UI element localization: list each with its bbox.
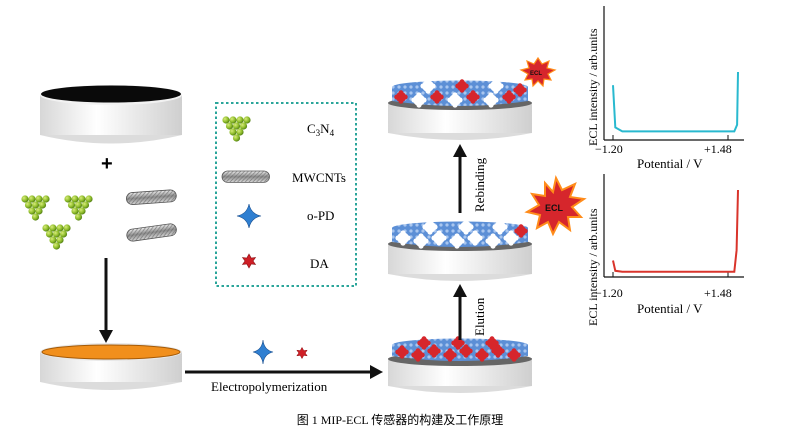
electrode-eluted <box>388 219 532 281</box>
plus-sign: + <box>101 153 113 175</box>
arrow-up-rebinding <box>453 144 467 213</box>
ecl-badge-large <box>524 175 587 237</box>
bare-electrode <box>40 85 182 144</box>
legend-label-opd: o-PD <box>307 208 334 223</box>
electropolymerization-label: Electropolymerization <box>211 379 328 394</box>
electrode-with-templates <box>388 336 532 393</box>
plot-top-ylabel: ECL intensity / arb.units <box>586 28 600 146</box>
plot-top-xlabel: Potential / V <box>637 156 703 171</box>
legend-box <box>215 102 357 287</box>
c3n4-clusters <box>21 195 93 250</box>
ecl-curve-bottom <box>612 189 739 273</box>
plot-top-tick-right: +1.48 <box>704 142 732 156</box>
electropolymerization-arrow <box>185 339 383 379</box>
legend-label-mwcnts: MWCNTs <box>292 170 346 185</box>
plot-bottom <box>603 174 744 278</box>
ecl-badge-small <box>519 56 557 88</box>
elution-label: Elution <box>472 297 487 336</box>
plot-bottom-xlabel: Potential / V <box>637 301 703 316</box>
legend-opd-icon <box>236 203 262 229</box>
plot-bottom-tick-right: +1.48 <box>704 286 732 300</box>
legend-label-c3n4: C3N4 <box>307 121 335 138</box>
legend-mwcnt-icon <box>221 170 270 183</box>
plot-bottom-tick-left: −1.20 <box>595 286 623 300</box>
legend-label-da: DA <box>310 256 329 271</box>
plot-top <box>603 6 744 141</box>
arrow-up-elution <box>453 284 467 340</box>
mwcnt-tubes <box>125 189 178 243</box>
ecl-curve-top <box>612 71 739 133</box>
arrow-down-left <box>99 258 113 343</box>
figure-caption: 图 1 MIP-ECL 传感器的构建及工作原理 <box>297 412 504 427</box>
plot-top-tick-left: −1.20 <box>595 142 623 156</box>
rebinding-label: Rebinding <box>472 157 487 212</box>
ecl-label-small: ECL <box>530 71 542 77</box>
ecl-label-large: ECL <box>545 203 564 213</box>
modified-electrode <box>40 343 182 390</box>
electrode-rebound <box>388 78 532 140</box>
plot-bottom-ylabel: ECL intensity / arb.units <box>586 208 600 326</box>
